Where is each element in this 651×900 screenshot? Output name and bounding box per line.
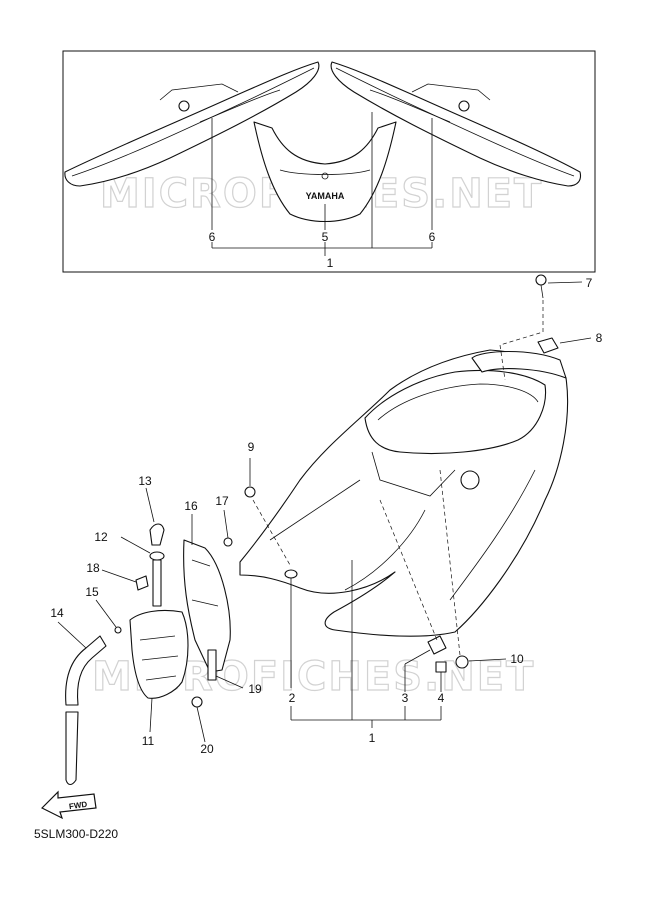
- collar-2: [284, 569, 298, 688]
- callout-14: 14: [50, 606, 64, 620]
- bottom-leaders: [290, 560, 442, 728]
- clip-15: [95, 599, 122, 634]
- callout-7: 7: [586, 276, 593, 290]
- bolt-20: [191, 696, 206, 743]
- callout-13: 13: [138, 474, 152, 488]
- screw-17: [223, 509, 233, 547]
- assembly-line-7: [499, 300, 544, 381]
- reservoir-tank-11: [129, 609, 189, 733]
- assembly-line-9: [252, 499, 291, 566]
- callout-18: 18: [86, 561, 100, 575]
- callout-6-right: 6: [429, 230, 436, 244]
- bracket-16: [183, 514, 231, 673]
- cap-12: [120, 536, 165, 607]
- inset-leaders: [211, 112, 433, 256]
- callout-9: 9: [248, 440, 255, 454]
- callout-19: 19: [248, 682, 262, 696]
- assembly-line-10: [439, 469, 461, 656]
- callout-6-left: 6: [209, 230, 216, 244]
- callout-17: 17: [215, 494, 229, 508]
- diagram-code: 5SLM300-D220: [34, 827, 119, 841]
- side-cover-right: [330, 61, 582, 187]
- callout-8: 8: [596, 331, 603, 345]
- rear-cowling-assembly: [239, 349, 569, 637]
- callout-3: 3: [402, 691, 409, 705]
- callout-11: 11: [142, 734, 155, 748]
- clip-18: [101, 569, 149, 591]
- side-cover-left: [64, 61, 320, 187]
- callout-10: 10: [510, 652, 524, 666]
- screw-9: [244, 458, 256, 498]
- forward-arrow-icon: FWD: [40, 790, 97, 820]
- tail-cover-center: YAMAHA: [253, 121, 397, 222]
- callout-15: 15: [85, 585, 99, 599]
- damper-4: [435, 661, 447, 692]
- fwd-label: FWD: [68, 800, 88, 811]
- callout-5: 5: [322, 230, 329, 244]
- callout-16: 16: [184, 499, 198, 513]
- callout-1-top: 1: [327, 256, 334, 270]
- yamaha-logo: YAMAHA: [306, 191, 345, 201]
- callout-1-bottom: 1: [369, 731, 376, 745]
- band-19: [207, 649, 244, 689]
- hose-13: [145, 487, 165, 546]
- nut-8: [537, 337, 592, 354]
- grommet-10: [455, 655, 507, 669]
- callout-20: 20: [200, 742, 214, 756]
- hose-14: [57, 621, 107, 786]
- assembly-inset-frame: [62, 50, 596, 273]
- screw-7: [535, 274, 583, 299]
- callout-2: 2: [289, 691, 296, 705]
- callout-12: 12: [94, 530, 108, 544]
- callout-4: 4: [438, 691, 445, 705]
